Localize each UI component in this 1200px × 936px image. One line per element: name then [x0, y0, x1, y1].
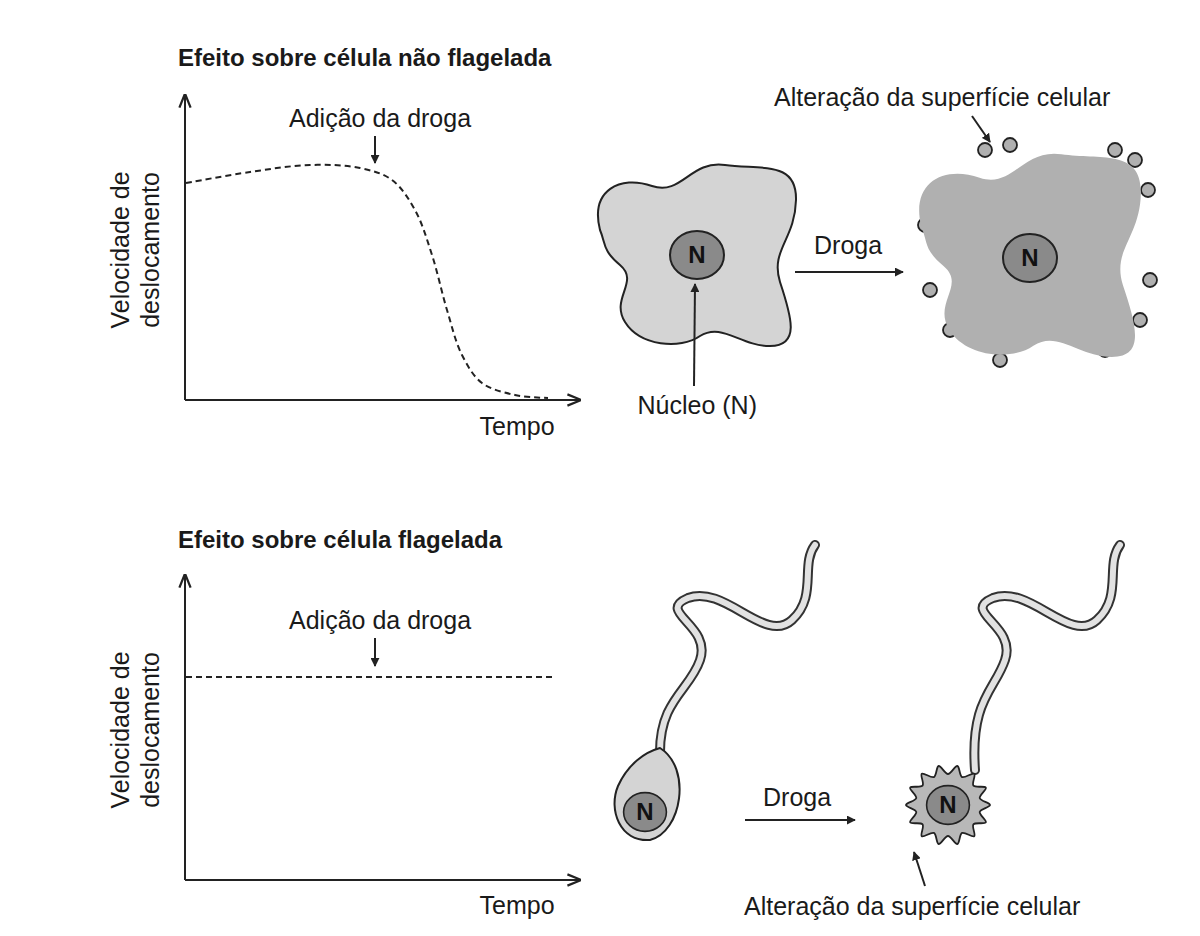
panel-title: Efeito sobre célula flagelada: [178, 526, 502, 555]
nucleus: N: [622, 791, 668, 833]
leader-line: [694, 284, 695, 386]
panel-title: Efeito sobre célula não flagelada: [178, 44, 551, 73]
annotation-label: Alteração da superfície celular: [744, 891, 1080, 921]
nucleus-letter: N: [1021, 244, 1038, 272]
annotation-label: Adição da droga: [289, 103, 471, 133]
annotation-label: Droga: [814, 230, 882, 260]
nucleus: N: [668, 229, 726, 281]
annotation-label: Tempo: [480, 411, 555, 441]
nucleus-letter: N: [939, 791, 956, 819]
amoeboid-cell: [598, 165, 796, 346]
drug-arrow: [374, 638, 376, 666]
drug-treatment-arrow: [745, 819, 855, 821]
nucleus-letter: N: [688, 241, 705, 269]
annotation-label: Droga: [763, 782, 831, 812]
axis-label: Velocidade de deslocamento: [105, 150, 165, 350]
nucleus: N: [1001, 232, 1059, 284]
chart-axes: [185, 95, 580, 880]
annotation-label: Tempo: [480, 890, 555, 920]
annotation-label: Alteração da superfície celular: [774, 82, 1110, 112]
leader-line: [972, 116, 990, 142]
axis-label: Velocidade de deslocamento: [105, 630, 165, 830]
leader-line: [914, 852, 925, 886]
annotation-label: Núcleo (N): [638, 390, 757, 420]
drug-arrow: [374, 136, 376, 163]
nucleus: N: [925, 784, 971, 826]
speed-curve: [186, 165, 548, 398]
annotation-label: Adição da droga: [289, 605, 471, 635]
nucleus-letter: N: [636, 798, 653, 826]
drug-treatment-arrow: [795, 271, 903, 273]
altered-flagellate-cell: [906, 545, 1120, 844]
speed-curve: [186, 676, 555, 678]
altered-amoeboid-cell: [918, 138, 1157, 367]
